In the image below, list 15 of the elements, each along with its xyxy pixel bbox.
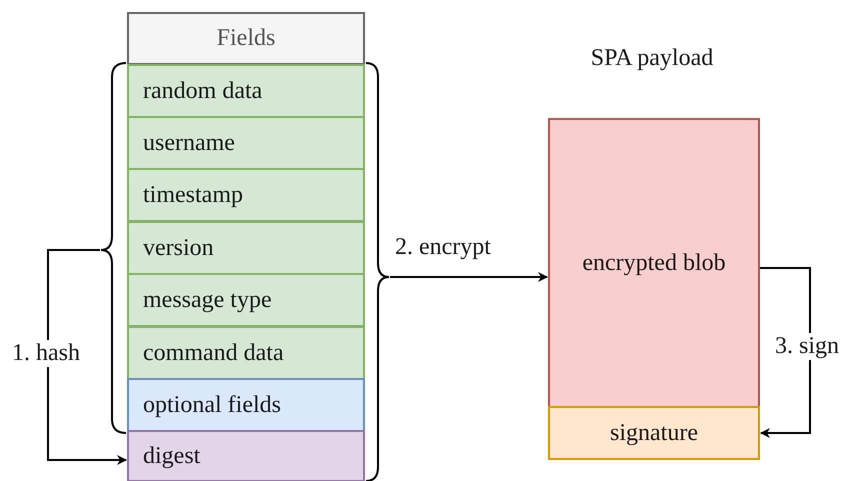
signature-box: signature	[548, 406, 760, 460]
column-header: Fields	[127, 12, 365, 65]
field-row: version	[127, 221, 365, 275]
payload-box: encrypted blob	[548, 118, 760, 408]
arrow	[47, 249, 127, 465]
field-row: random data	[127, 64, 365, 118]
edge-label: 3. sign	[773, 333, 842, 360]
field-row: timestamp	[127, 168, 365, 222]
arrow	[390, 272, 548, 282]
field-row: command data	[127, 326, 365, 380]
field-row: digest	[127, 430, 365, 481]
field-row: optional fields	[127, 378, 365, 432]
field-row: message type	[127, 273, 365, 327]
arrow	[760, 267, 811, 438]
field-row: username	[127, 116, 365, 170]
